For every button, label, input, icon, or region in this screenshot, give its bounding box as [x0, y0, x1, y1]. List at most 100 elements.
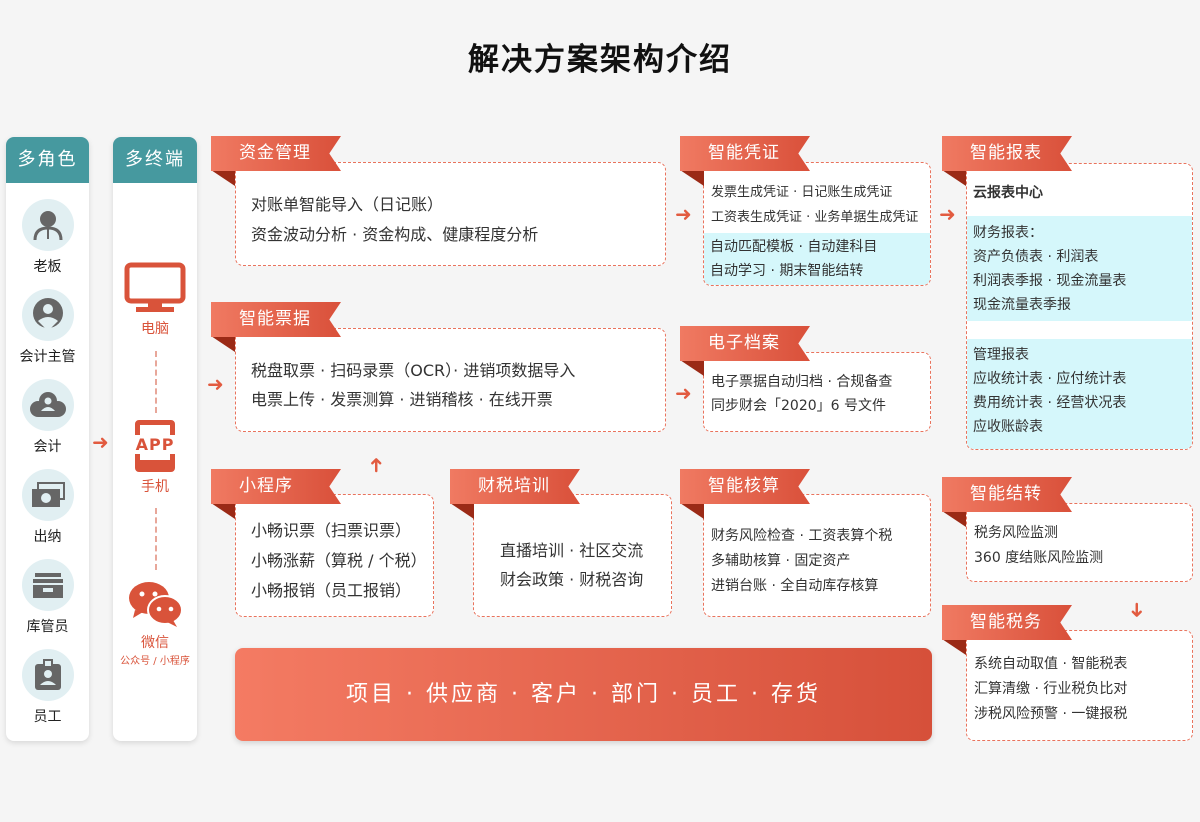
- arrow-up-icon: ➜: [363, 456, 388, 474]
- terminal-sublabel: 公众号 / 小程序: [120, 656, 190, 667]
- computer-monitor-icon: [124, 262, 186, 312]
- card-line: 同步财会「2020」6 号文件: [711, 398, 886, 414]
- role-label: 会计: [33, 439, 62, 455]
- role-5: 员工: [6, 649, 89, 726]
- card-line: 电子票据自动归档 · 合规备查: [711, 374, 893, 390]
- financial-reports: [967, 216, 1192, 321]
- terminal-computer: 电脑: [113, 262, 197, 338]
- wechat-icon: [129, 582, 183, 627]
- card-title-tax: 智能税务: [942, 605, 1072, 640]
- card-line: 汇算清缴 · 行业税负比对: [974, 681, 1128, 697]
- ribbon-fold: [942, 639, 966, 655]
- page-title: 解决方案架构介绍: [468, 42, 732, 78]
- dashed-connector: [155, 508, 157, 570]
- terminals-header: 多终端: [113, 137, 197, 183]
- card-line: 利润表季报 · 现金流量表: [973, 273, 1127, 289]
- card-line: 税务风险监测: [974, 525, 1058, 541]
- card-line: 财会政策 · 财税咨询: [500, 570, 644, 589]
- card-carryover: 税务风险监测 360 度结账风险监测: [966, 503, 1193, 582]
- roles-panel: 多角色 老板会计主管会计出纳库管员员工: [6, 137, 89, 741]
- card-line: 小畅涨薪（算税 / 个税）: [251, 551, 427, 570]
- arrow-right-icon: ➜: [675, 381, 692, 405]
- card-line: 费用统计表 · 经营状况表: [973, 395, 1127, 411]
- dashed-connector: [155, 351, 157, 413]
- card-line: 应收统计表 · 应付统计表: [973, 371, 1127, 387]
- ribbon-fold: [680, 503, 704, 519]
- accounting-supervisor-icon: [21, 289, 74, 341]
- card-line: 自动匹配模板 · 自动建科目: [710, 239, 878, 255]
- warehouse-box-icon: [21, 559, 74, 611]
- master-data-bar: 项目 · 供应商 · 客户 · 部门 · 员工 · 存货: [235, 648, 932, 741]
- ribbon-fold: [211, 170, 235, 186]
- role-label: 会计主管: [19, 349, 76, 365]
- card-line: 现金流量表季报: [973, 297, 1071, 313]
- card-title-fund: 资金管理: [211, 136, 341, 171]
- card-line: 工资表生成凭证 · 业务单据生成凭证: [711, 210, 919, 225]
- card-line: 小畅识票（扫票识票）: [251, 521, 412, 540]
- card-accounting: 财务风险检查 · 工资表算个税多辅助核算 · 固定资产进销台账 · 全自动库存核…: [703, 494, 931, 617]
- card-invoice: 税盘取票 · 扫码录票（OCR）· 进销项数据导入电票上传 · 发票测算 · 进…: [235, 328, 666, 432]
- card-line: 资产负债表 · 利润表: [973, 249, 1099, 265]
- role-label: 出纳: [33, 529, 62, 545]
- card-title-accounting: 智能核算: [680, 469, 810, 504]
- arrow-right-icon: ➜: [207, 372, 224, 396]
- card-title-carryover: 智能结转: [942, 477, 1072, 512]
- card-line: 多辅助核算 · 固定资产: [711, 553, 851, 569]
- card-tax: 系统自动取值 · 智能税表汇算清缴 · 行业税负比对涉税风险预警 · 一键报税: [966, 630, 1193, 741]
- arrow-down-icon: ➜: [1125, 601, 1150, 619]
- role-2: 会计: [6, 379, 89, 456]
- card-line: 资金波动分析 · 资金构成、健康程度分析: [251, 225, 539, 244]
- card-line: 自动学习 · 期末智能结转: [710, 263, 864, 279]
- cashier-money-icon: [21, 469, 74, 521]
- ribbon-fold: [211, 336, 235, 352]
- ribbon-fold: [680, 360, 704, 376]
- card-line: 电票上传 · 发票测算 · 进销稽核 · 在线开票: [251, 390, 553, 409]
- card-line: 应收账龄表: [973, 419, 1043, 435]
- roles-header: 多角色: [6, 137, 89, 183]
- card-training: 直播培训 · 社区交流财会政策 · 财税咨询: [473, 494, 672, 617]
- ribbon-fold: [942, 170, 966, 186]
- terminal-wechat: 微信 公众号 / 小程序: [113, 580, 197, 667]
- management-reports: [967, 339, 1192, 449]
- card-title-training: 财税培训: [450, 469, 580, 504]
- arrow-right-icon: ➜: [92, 430, 109, 454]
- terminal-label: 手机: [141, 479, 169, 495]
- ribbon-fold: [680, 170, 704, 186]
- role-label: 员工: [33, 709, 62, 725]
- card-line: 小畅报销（员工报销）: [251, 581, 412, 600]
- ribbon-fold: [450, 503, 474, 519]
- phone-app-icon: APP: [128, 420, 182, 472]
- employee-badge-icon: [21, 649, 74, 701]
- card-line: 系统自动取值 · 智能税表: [974, 656, 1128, 672]
- role-4: 库管员: [6, 559, 89, 636]
- card-archive: 电子票据自动归档 · 合规备查同步财会「2020」6 号文件: [703, 352, 931, 432]
- role-label: 老板: [33, 259, 62, 275]
- financial-heading: 财务报表：: [973, 225, 1043, 241]
- ribbon-fold: [211, 503, 235, 519]
- role-1: 会计主管: [6, 289, 89, 366]
- card-line: 发票生成凭证 · 日记账生成凭证: [711, 185, 893, 200]
- card-voucher: 发票生成凭证 · 日记账生成凭证工资表生成凭证 · 业务单据生成凭证自动匹配模板…: [703, 162, 931, 286]
- card-line: 财务风险检查 · 工资表算个税: [711, 528, 893, 544]
- card-line: 360 度结账风险监测: [974, 550, 1104, 566]
- card-title-voucher: 智能凭证: [680, 136, 810, 171]
- arrow-right-icon: ➜: [675, 202, 692, 226]
- arrow-right-icon: ➜: [939, 202, 956, 226]
- role-3: 出纳: [6, 469, 89, 546]
- terminal-phone: APP 手机: [113, 420, 197, 496]
- boss-icon: [21, 199, 74, 251]
- card-report: 云报表中心财务报表： 资产负债表 · 利润表利润表季报 · 现金流量表现金流量表季…: [966, 163, 1193, 450]
- ribbon-fold: [942, 511, 966, 527]
- card-line: 涉税风险预警 · 一键报税: [974, 706, 1128, 722]
- report-center: 云报表中心: [973, 185, 1043, 201]
- card-line: 进销台账 · 全自动库存核算: [711, 578, 879, 594]
- management-heading: 管理报表: [973, 347, 1029, 363]
- terminal-label: 电脑: [141, 321, 169, 337]
- role-label: 库管员: [26, 619, 69, 635]
- card-title-invoice: 智能票据: [211, 302, 341, 337]
- card-line: 对账单智能导入（日记账）: [251, 195, 444, 214]
- card-title-miniapp: 小程序: [211, 469, 341, 504]
- card-title-report: 智能报表: [942, 136, 1072, 171]
- card-line: 直播培训 · 社区交流: [500, 541, 644, 560]
- card-highlight: [704, 233, 930, 285]
